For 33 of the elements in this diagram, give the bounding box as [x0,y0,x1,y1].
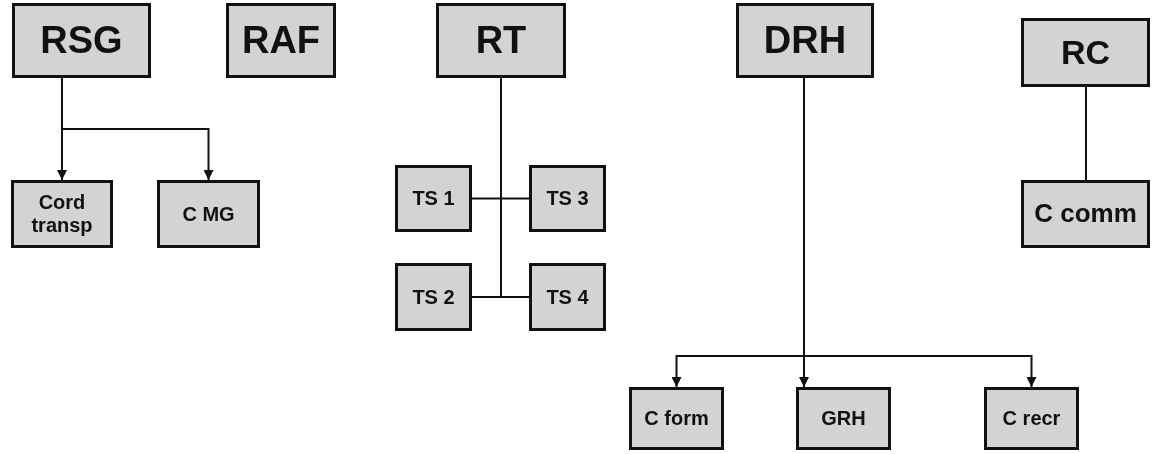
org-box [736,3,874,78]
box-label: RC [1060,32,1111,73]
box-label: TS 4 [546,285,589,309]
org-box [529,263,606,331]
org-box [395,165,472,232]
box-label: GRH [821,407,866,430]
org-box [529,165,606,232]
org-box [1021,180,1150,248]
box-label: RT [475,18,527,63]
connector-line [500,77,530,298]
org-box [796,387,891,450]
org-box [436,3,566,78]
org-box [629,387,724,450]
connector-line [1085,86,1087,181]
box-label: RAF [241,18,321,63]
box-label: DRH [763,18,847,63]
org-box [395,263,472,331]
org-box [984,387,1079,450]
box-label: TS 3 [546,187,589,210]
org-box [12,3,151,78]
box-label: C recr [1002,407,1061,430]
org-box [11,180,113,248]
box-label: TS 1 [412,187,455,210]
box-label: C comm [1034,199,1137,229]
org-box [157,180,260,248]
box-label: TS 2 [412,285,455,309]
org-box [226,3,336,78]
box-label: C form [644,407,709,430]
box-label: Cord transp [30,191,94,237]
box-label: C MG [182,202,235,226]
arrow [61,77,214,181]
org-box [1021,18,1150,87]
box-label: RSG [40,18,123,63]
